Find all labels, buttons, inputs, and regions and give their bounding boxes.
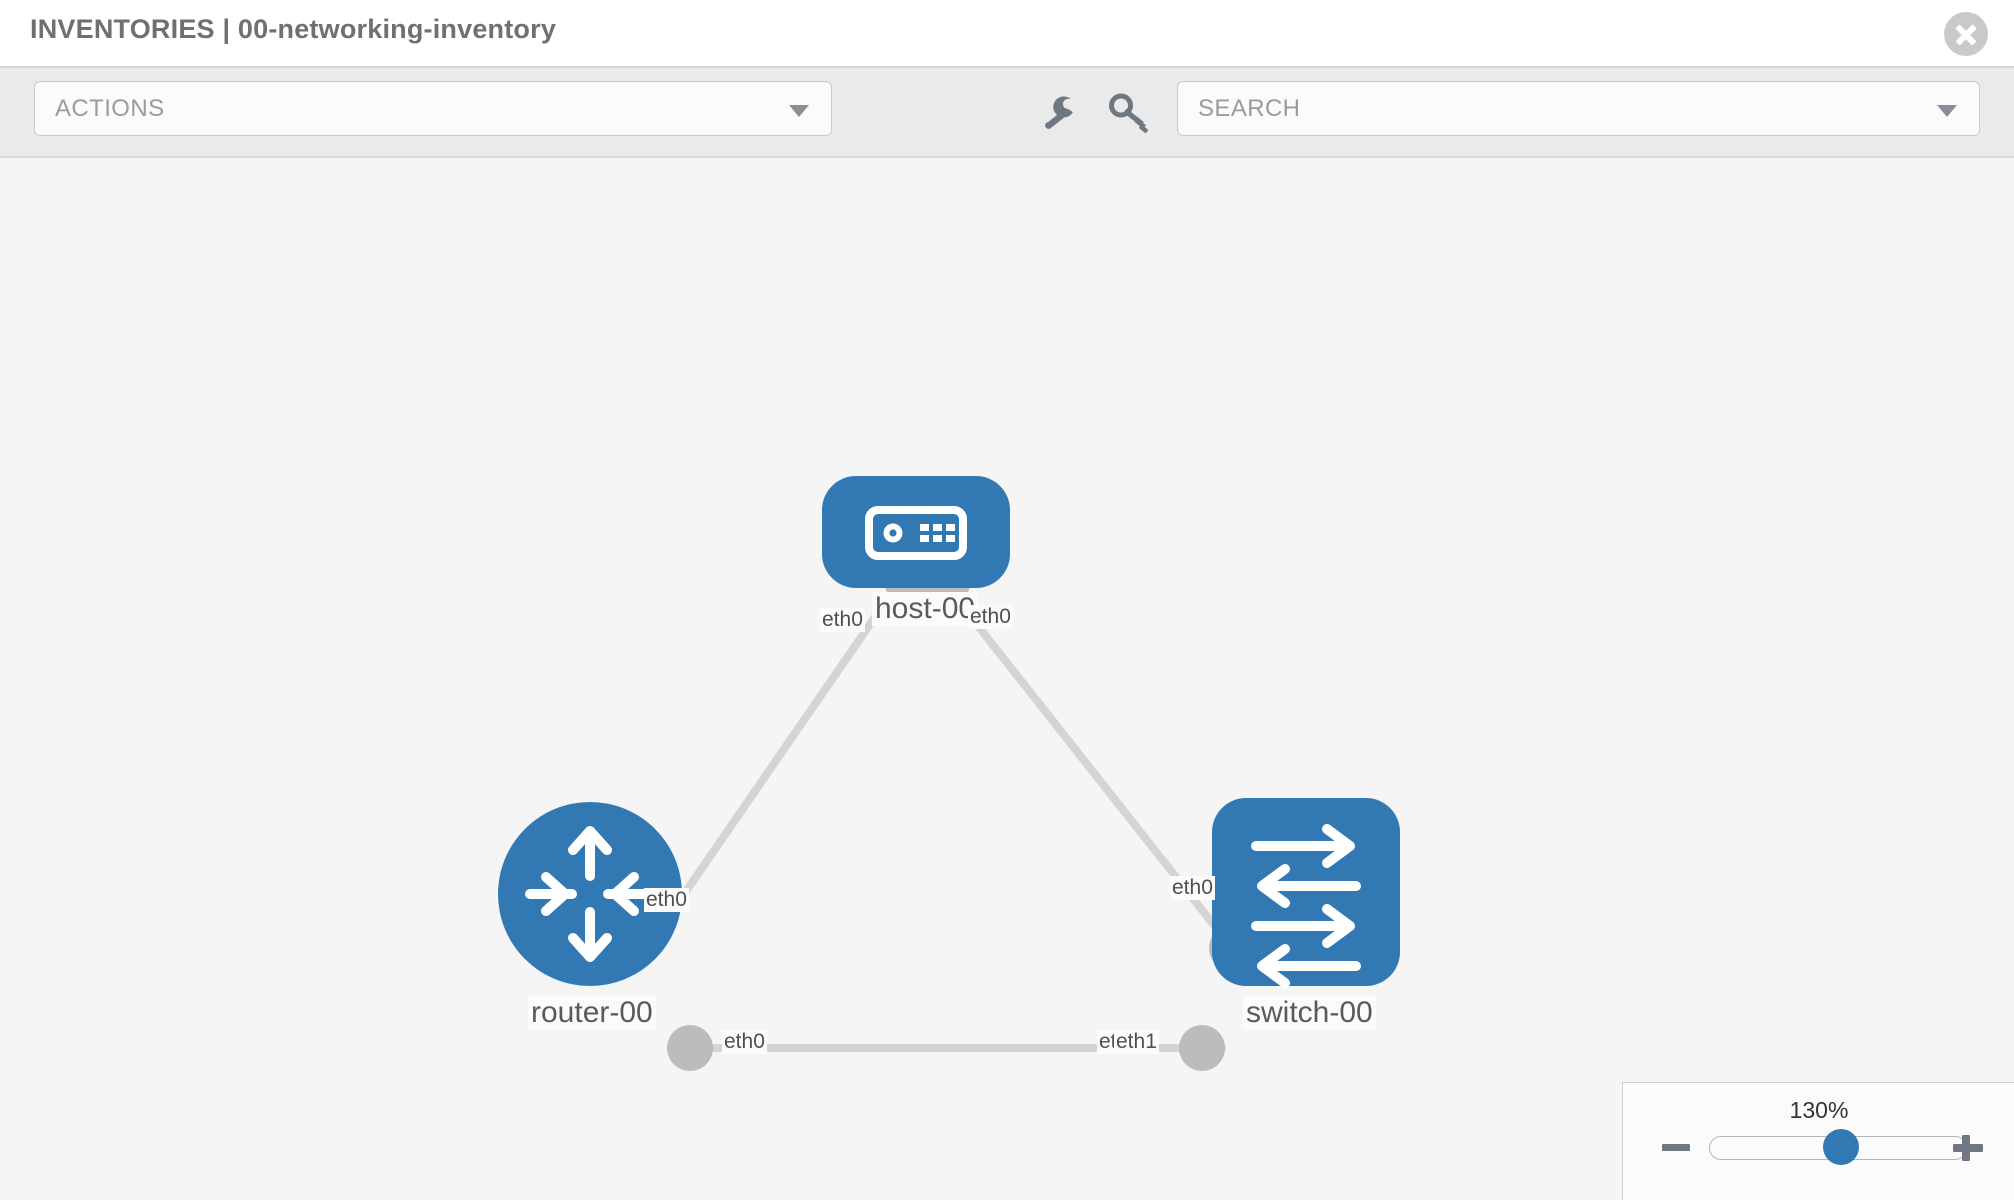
connector-router00-east [667, 1025, 713, 1071]
iface-label-switch00-north: eth0 [1170, 876, 1215, 900]
topology-canvas[interactable]: host-00 router-00 switch-00 eth0 eth0 et… [0, 158, 2014, 1200]
server-icon [865, 506, 967, 560]
node-router-00 [498, 802, 682, 986]
plus-icon[interactable] [1951, 1131, 1985, 1165]
switch-arrows-icon [1251, 824, 1361, 988]
iface-label-host00-right: eth0 [968, 605, 1013, 629]
iface-label-switch00-west: eth1 [1114, 1030, 1159, 1054]
minus-icon[interactable] [1659, 1131, 1693, 1165]
close-icon[interactable] [1944, 12, 1988, 56]
chevron-down-icon[interactable] [1937, 105, 1957, 117]
zoom-slider-thumb[interactable] [1823, 1129, 1859, 1165]
actions-dropdown-label: ACTIONS [55, 95, 165, 122]
iface-label-router00-north: eth0 [644, 888, 689, 912]
node-label-router-00: router-00 [528, 996, 656, 1030]
actions-dropdown[interactable]: ACTIONS [34, 81, 832, 136]
zoom-level-value: 130% [1789, 1097, 1849, 1123]
topology-graph [498, 476, 1400, 1071]
node-label-host-00: host-00 [872, 592, 979, 626]
chevron-down-icon [789, 105, 809, 117]
iface-label-router00-east: eth0 [722, 1030, 767, 1054]
wrench-icon[interactable] [1038, 90, 1082, 134]
node-host-00 [822, 476, 1010, 588]
key-icon[interactable] [1106, 90, 1150, 134]
topology-edges [636, 584, 1236, 1052]
node-switch-00 [1212, 798, 1400, 988]
search-placeholder: SEARCH [1198, 95, 1301, 122]
node-label-switch-00: switch-00 [1243, 996, 1376, 1030]
router-arrows-icon [525, 826, 655, 962]
toolbar: ACTIONS SEARCH [0, 68, 2014, 158]
page-title: INVENTORIES | 00-networking-inventory [30, 14, 557, 44]
connector-switch00-west [1179, 1025, 1225, 1071]
iface-label-host00-left: eth0 [820, 608, 865, 632]
search-input[interactable]: SEARCH [1177, 81, 1980, 136]
zoom-control-panel: 130% [1622, 1082, 2014, 1200]
page-header: INVENTORIES | 00-networking-inventory [0, 0, 2014, 68]
topology-connectors [667, 560, 1255, 1071]
